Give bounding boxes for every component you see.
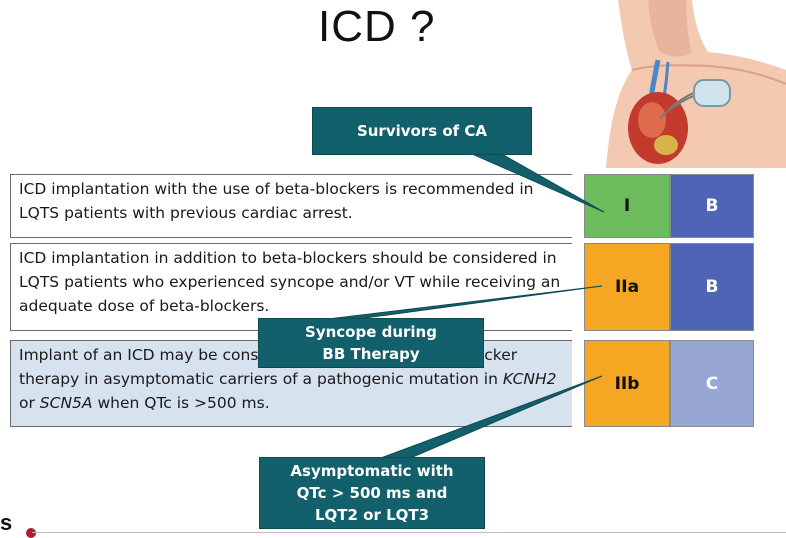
callout-line: BB Therapy — [322, 345, 420, 363]
recommendation-text: ICD implantation in addition to beta-blo… — [10, 243, 572, 331]
callout-survivors-of-ca: Survivors of CA — [312, 107, 532, 155]
footer-text: s — [0, 510, 13, 535]
gene-name: KCNH2 — [502, 370, 557, 388]
callout-line: Survivors of CA — [356, 122, 488, 140]
callout-line: LQT2 or LQT3 — [314, 506, 430, 524]
icd-implant-illustration — [606, 0, 786, 168]
callout-line: QTc > 500 ms and — [296, 484, 448, 502]
level-of-evidence: B — [670, 243, 754, 331]
text-part: when QTc is >500 ms. — [92, 394, 270, 412]
footer-dot — [26, 528, 36, 538]
class-of-recommendation: IIa — [584, 243, 670, 331]
footer-divider — [32, 532, 786, 533]
recommendation-text: ICD implantation with the use of beta-bl… — [10, 174, 572, 238]
slide-title: ICD ? — [318, 2, 436, 51]
gene-name: SCN5A — [39, 394, 93, 412]
level-of-evidence: B — [670, 174, 754, 238]
callout-syncope-during-bb-therapy: Syncope during BB Therapy — [258, 318, 484, 368]
text-part: or — [19, 394, 40, 412]
level-of-evidence: C — [670, 340, 754, 427]
class-of-recommendation: IIb — [584, 340, 670, 427]
class-of-recommendation: I — [584, 174, 670, 238]
callout-asymptomatic: Asymptomatic with QTc > 500 ms and LQT2 … — [259, 457, 485, 529]
callout-line: Asymptomatic with — [290, 462, 454, 480]
callout-line: Syncope during — [305, 323, 437, 341]
